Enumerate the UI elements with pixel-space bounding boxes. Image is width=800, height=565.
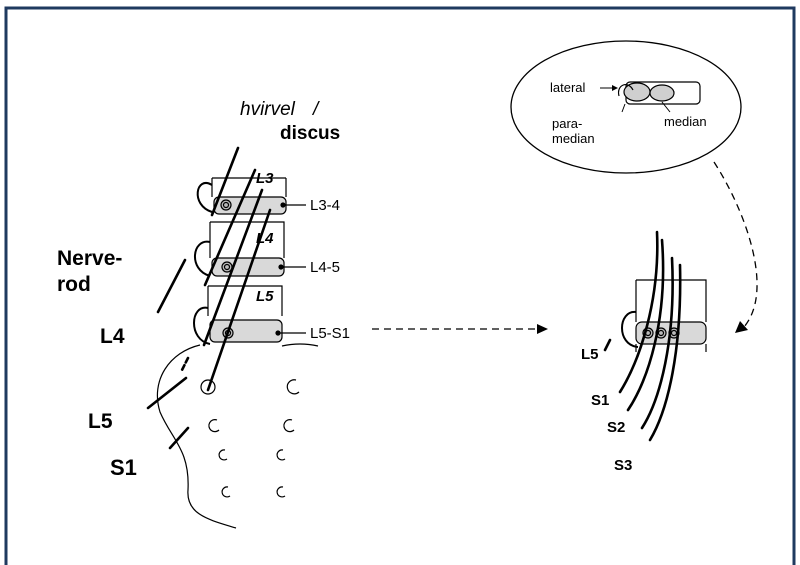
inset-paramedian-label-1: para- bbox=[552, 116, 582, 131]
left-S1-label: S1 bbox=[110, 455, 137, 480]
left-nerve-roots bbox=[146, 146, 272, 450]
left-cord-outline bbox=[156, 344, 237, 529]
left-discs bbox=[209, 196, 287, 343]
right-L5-label: L5 bbox=[581, 346, 599, 363]
vertebra-outline-L4 bbox=[209, 221, 285, 258]
header-slash: / bbox=[311, 99, 320, 120]
vertebra-label: hvirvel bbox=[240, 99, 296, 120]
inset-median-label: median bbox=[664, 114, 707, 129]
dashed-arrow-curved bbox=[713, 161, 758, 333]
right-S1-label: S1 bbox=[591, 392, 609, 409]
left-L5-label: L5 bbox=[88, 410, 113, 433]
inset-lateral-label: lateral bbox=[550, 80, 586, 95]
left-L4-label: L4 bbox=[100, 325, 125, 348]
vertebra-outline-L5 bbox=[207, 285, 283, 316]
dashed-arrow-horizontal bbox=[372, 324, 548, 334]
disc-L5-S1 bbox=[209, 319, 283, 343]
vertebra-L3-label: L3 bbox=[256, 170, 274, 187]
left-spine bbox=[207, 177, 319, 347]
right-nerve-roots bbox=[603, 230, 682, 442]
disc-L4-5-label: L4-5 bbox=[310, 259, 340, 276]
inset-ellipse bbox=[510, 40, 742, 174]
vertebra-outline-L3 bbox=[211, 177, 287, 197]
sacrum-top bbox=[281, 343, 319, 347]
nerve-root-label-1: Nerve- bbox=[57, 247, 122, 270]
inset-paramedian-label-2: median bbox=[552, 131, 595, 146]
vertebra-L4-label: L4 bbox=[256, 230, 274, 247]
vertebra-L5-label: L5 bbox=[256, 288, 274, 305]
disc-L3-4-label: L3-4 bbox=[310, 197, 340, 214]
disc-L5-S1-label: L5-S1 bbox=[310, 325, 350, 342]
disc-label: discus bbox=[280, 123, 340, 144]
nerve-root-label-2: rod bbox=[57, 273, 91, 296]
sacral-foramina bbox=[200, 379, 300, 498]
right-S3-label: S3 bbox=[614, 457, 632, 474]
disc-leaders bbox=[275, 202, 306, 336]
right-S2-label: S2 bbox=[607, 419, 625, 436]
